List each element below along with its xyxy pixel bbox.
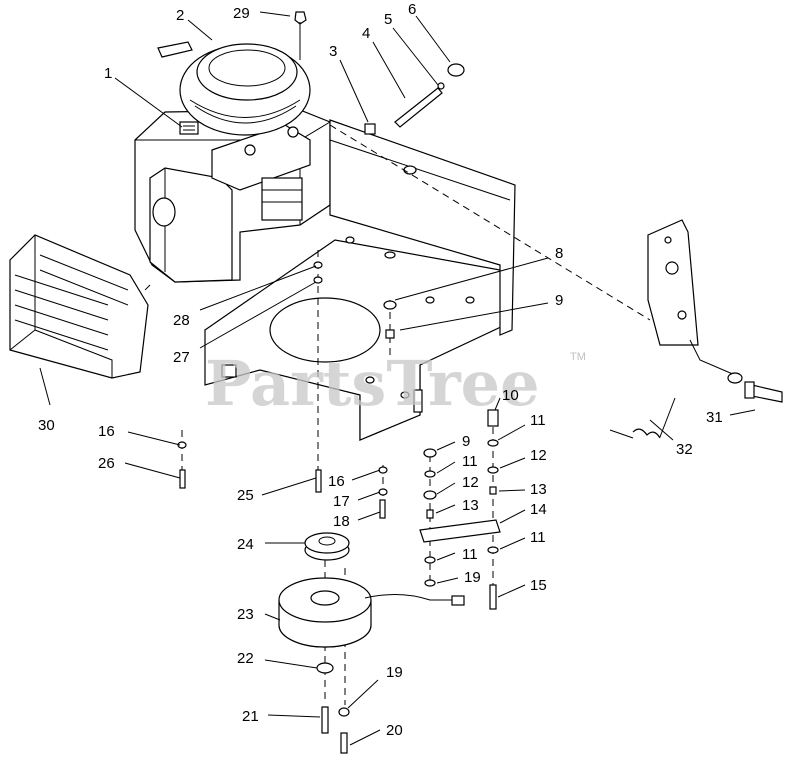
callout-28: 28 — [173, 312, 190, 329]
callout-10: 10 — [502, 387, 519, 404]
callout-32: 32 — [676, 441, 693, 458]
engine-guard — [9, 234, 149, 379]
callout-6: 6 — [408, 1, 416, 18]
callout-1: 1 — [104, 65, 112, 82]
callout-26: 26 — [98, 455, 115, 472]
callout-21: 21 — [242, 708, 259, 725]
callout-11-stack-2: 11 — [462, 546, 478, 563]
callout-25: 25 — [237, 487, 254, 504]
callout-29: 29 — [233, 5, 250, 22]
callout-27: 27 — [173, 349, 190, 366]
callout-22: 22 — [237, 650, 254, 667]
clutch-assembly — [278, 469, 465, 754]
watermark: PartsTree — [205, 347, 540, 420]
callout-19-idler: 19 — [464, 569, 481, 586]
callout-19-clutch: 19 — [386, 664, 403, 681]
hardware-items — [177, 261, 397, 519]
callout-13-right: 13 — [530, 481, 547, 498]
callout-12-stack: 12 — [462, 474, 479, 491]
callout-15: 15 — [530, 577, 547, 594]
callout-20: 20 — [386, 722, 403, 739]
shaft-assembly — [364, 63, 465, 135]
callout-31: 31 — [706, 409, 723, 426]
callout-labels: 1 2 3 4 5 6 8 9 10 11 9 11 12 13 12 13 1… — [38, 1, 723, 739]
callout-4: 4 — [362, 25, 370, 42]
callout-13-stack: 13 — [462, 497, 479, 514]
callout-11-right: 11 — [530, 529, 546, 546]
callout-14: 14 — [530, 501, 547, 518]
callout-11-top-right: 11 — [530, 412, 546, 429]
callout-18: 18 — [333, 513, 350, 530]
callout-23: 23 — [237, 606, 254, 623]
callout-9-stack: 9 — [462, 433, 470, 450]
callout-24: 24 — [237, 536, 254, 553]
callout-16-left: 16 — [98, 423, 115, 440]
callout-9-top: 9 — [555, 292, 563, 309]
idler-assembly — [419, 409, 501, 610]
control-bracket — [609, 219, 783, 439]
callout-12-right: 12 — [530, 447, 547, 464]
callout-16-center: 16 — [328, 473, 345, 490]
callout-5: 5 — [384, 11, 392, 28]
callout-11-stack-1: 11 — [462, 453, 478, 470]
watermark-tm: TM — [570, 351, 586, 363]
leader-lines — [39, 11, 756, 746]
callout-3: 3 — [329, 43, 337, 60]
engine-assembly — [134, 41, 331, 283]
callout-17: 17 — [333, 493, 350, 510]
clip-part-29 — [294, 11, 307, 25]
callout-2: 2 — [176, 7, 184, 24]
callout-30: 30 — [38, 417, 55, 434]
callout-8: 8 — [555, 245, 563, 262]
